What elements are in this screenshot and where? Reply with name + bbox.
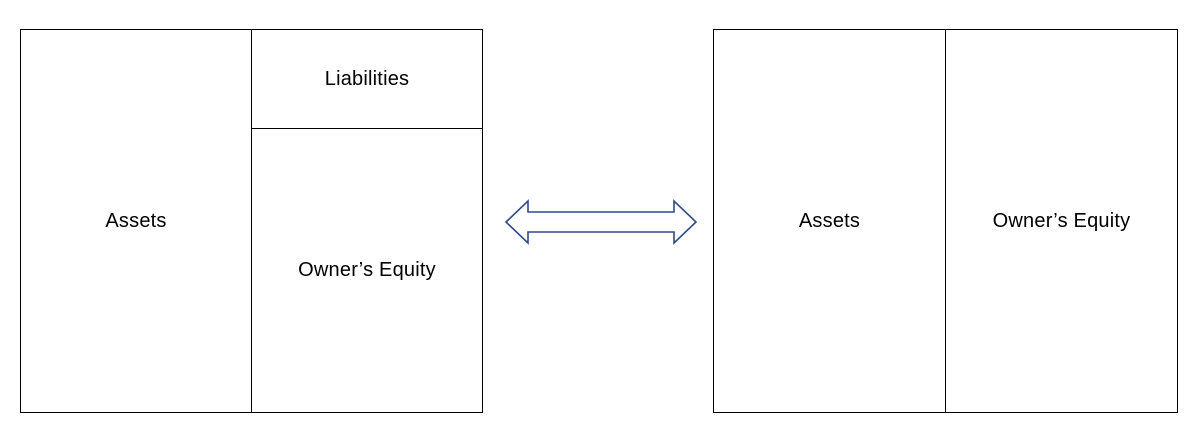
- right-accounting-diagram: Assets Owner’s Equity: [713, 29, 1178, 413]
- left-accounting-diagram: Assets Liabilities Owner’s Equity: [20, 29, 483, 413]
- left-assets-block: Assets: [21, 30, 252, 412]
- double-headed-arrow-icon: [504, 199, 698, 245]
- left-owners-equity-label: Owner’s Equity: [298, 259, 436, 281]
- left-liabilities-label: Liabilities: [324, 67, 410, 90]
- right-assets-block: Assets: [714, 30, 946, 412]
- left-liabilities-block: Liabilities: [252, 30, 482, 129]
- double-headed-arrow-shape: [504, 199, 698, 245]
- right-owners-equity-label: Owner’s Equity: [992, 209, 1131, 232]
- right-owners-equity-block: Owner’s Equity: [946, 30, 1177, 412]
- right-assets-label: Assets: [798, 209, 861, 232]
- left-owners-equity-block: Owner’s Equity: [252, 129, 482, 412]
- left-assets-label: Assets: [105, 209, 167, 232]
